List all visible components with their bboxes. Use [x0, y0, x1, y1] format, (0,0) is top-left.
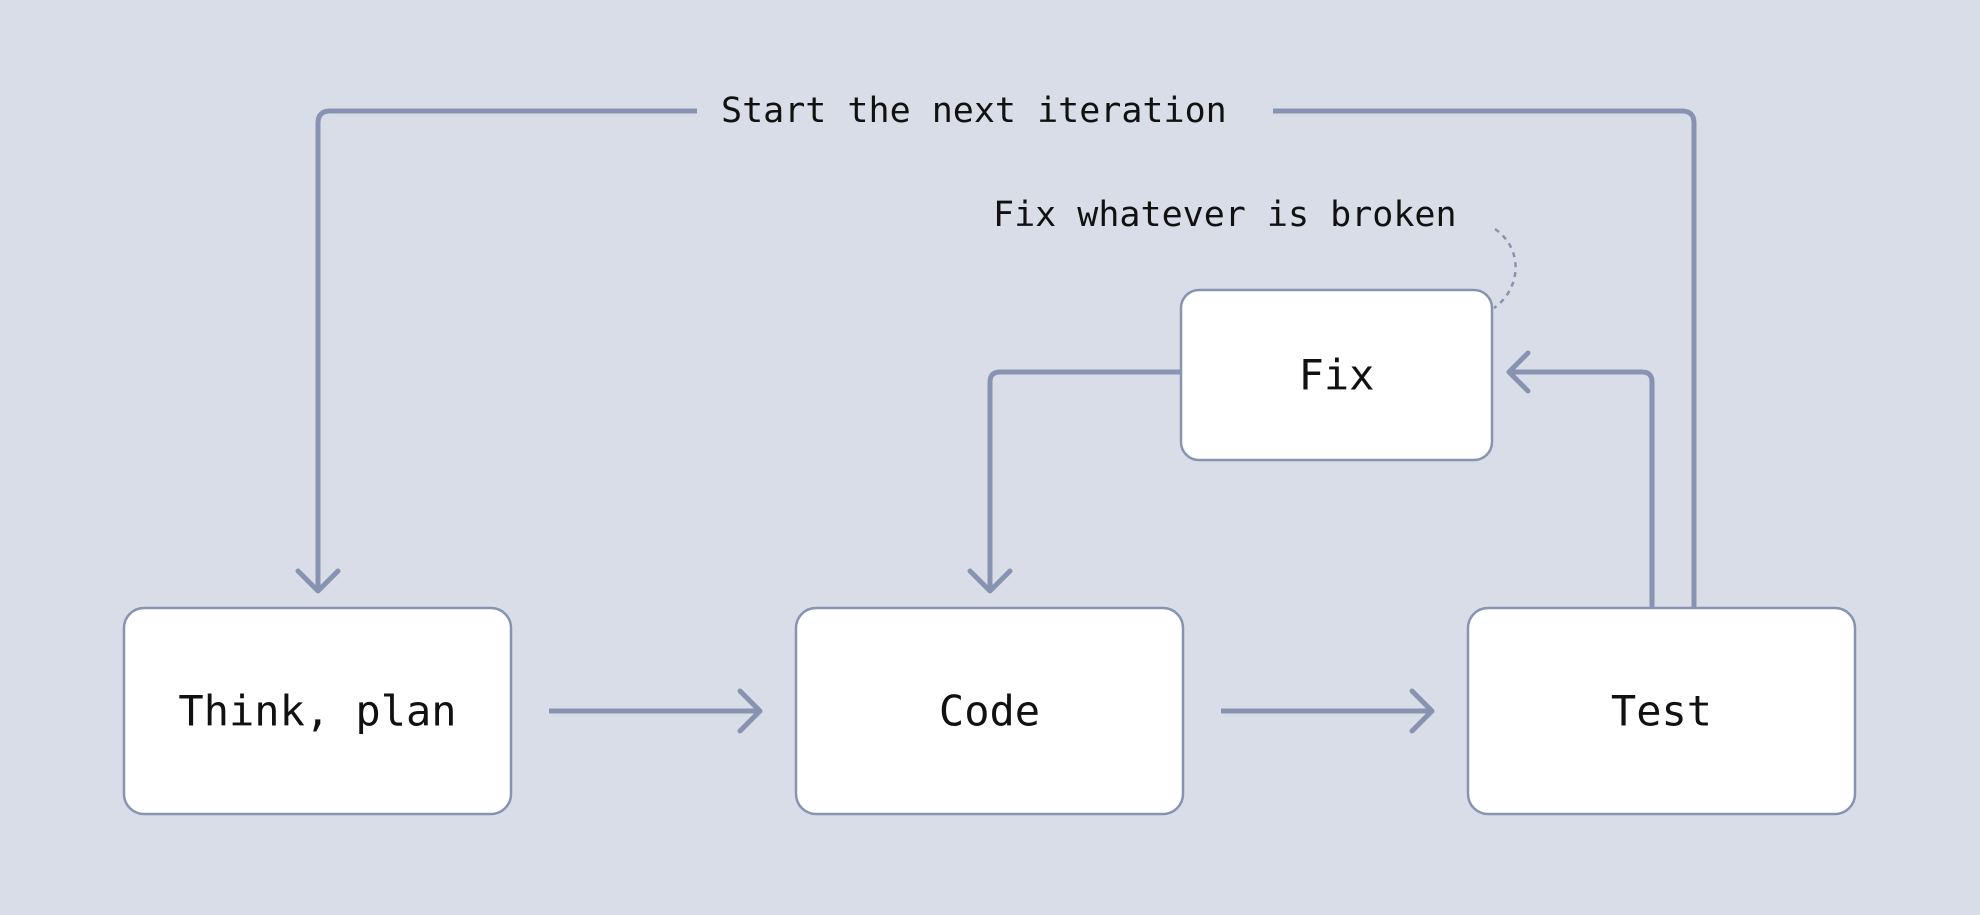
fix-note-callout-line — [1493, 227, 1517, 310]
node-think-plan-label: Think, plan — [178, 687, 456, 736]
label-fix-note: Fix whatever is broken — [993, 195, 1457, 235]
node-test-box — [1466, 606, 1857, 816]
node-think-plan: Think, plan — [122, 606, 513, 816]
node-code-box — [794, 606, 1185, 816]
edge-code-to-test — [1221, 688, 1435, 734]
label-next-iteration: Start the next iteration — [721, 91, 1227, 131]
node-test-label: Test — [1611, 687, 1712, 736]
edge-think-to-code-arrowhead — [737, 688, 763, 734]
edge-next-iteration — [295, 108, 1697, 607]
edge-fix-to-code — [967, 369, 1181, 594]
edge-next-iteration-right-line — [1273, 108, 1697, 607]
node-code: Code — [794, 606, 1185, 816]
edge-next-iteration-left-line — [315, 108, 697, 590]
node-test: Test — [1466, 606, 1857, 816]
edge-next-iteration-arrowhead — [295, 568, 341, 594]
node-fix-label: Fix — [1299, 351, 1375, 400]
edge-think-to-code — [549, 688, 763, 734]
node-fix: Fix — [1179, 288, 1494, 462]
node-code-label: Code — [939, 687, 1040, 736]
edge-test-to-fix-arrowhead — [1506, 350, 1531, 394]
edge-test-to-fix — [1506, 350, 1655, 607]
edge-fix-to-code-arrowhead — [967, 568, 1013, 594]
edge-code-to-test-arrowhead — [1409, 688, 1435, 734]
node-fix-box — [1179, 288, 1494, 462]
edge-fix-to-code-line — [987, 369, 1181, 590]
node-think-plan-box — [122, 606, 513, 816]
edge-test-to-fix-line — [1508, 369, 1655, 607]
